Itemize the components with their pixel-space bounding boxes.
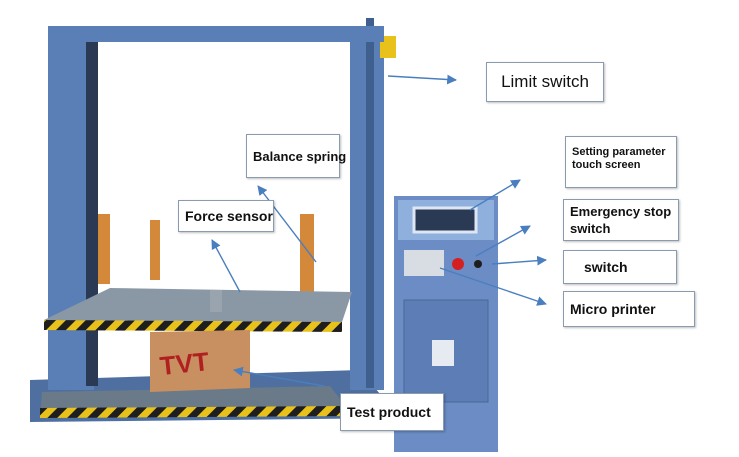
callout-limit-switch: Limit switch: [486, 62, 604, 102]
lower-hazard-stripe: [40, 406, 354, 418]
emergency-stop-button: [452, 258, 464, 270]
limit-switch-bar: [366, 18, 374, 388]
product-marking: TVT: [158, 346, 210, 381]
arrow-balance-spring: [257, 185, 317, 263]
center-spring: [150, 220, 160, 280]
callout-text: Limit switch: [501, 72, 589, 91]
callout-emergency-stop: Emergency stop switch: [563, 199, 679, 241]
left-column-shade: [86, 36, 98, 386]
callout-text: Micro printer: [570, 301, 656, 317]
callout-balance-spring: Balance spring: [246, 134, 346, 178]
arrow-test-product: [233, 366, 325, 387]
top-crossbeam: [48, 26, 384, 42]
upper-hazard-stripe: [44, 320, 342, 332]
cabinet-label: [432, 340, 454, 366]
touch-screen: [412, 206, 478, 234]
force-sensor-block: [210, 290, 222, 312]
printer-unit: [404, 250, 444, 276]
callout-text: Setting parameter touch screen: [572, 146, 666, 171]
test-product-box: [150, 330, 250, 392]
arrow-limit-switch: [387, 74, 457, 85]
arrow-emergency-stop: [475, 225, 531, 257]
arrow-switch: [491, 255, 547, 266]
callout-test-product: Test product: [340, 393, 444, 431]
upper-platen: [44, 288, 352, 322]
callout-switch: switch: [563, 250, 677, 284]
callout-text: Force sensor: [185, 208, 273, 224]
callout-setting-parameter: Setting parameter touch screen: [565, 136, 677, 188]
callout-force-sensor: Force sensor: [178, 200, 274, 232]
left-spring: [98, 214, 110, 284]
arrow-micro-printer: [439, 267, 547, 306]
power-switch: [474, 260, 482, 268]
callout-text: Test product: [347, 404, 431, 420]
callout-text: switch: [584, 259, 628, 275]
callout-text: Balance spring: [253, 149, 347, 164]
right-spring: [300, 214, 314, 296]
arrow-setting-screen: [469, 179, 521, 211]
callout-micro-printer: Micro printer: [563, 291, 695, 327]
callout-text: Emergency stop switch: [570, 204, 672, 236]
arrow-force-sensor: [211, 239, 241, 293]
